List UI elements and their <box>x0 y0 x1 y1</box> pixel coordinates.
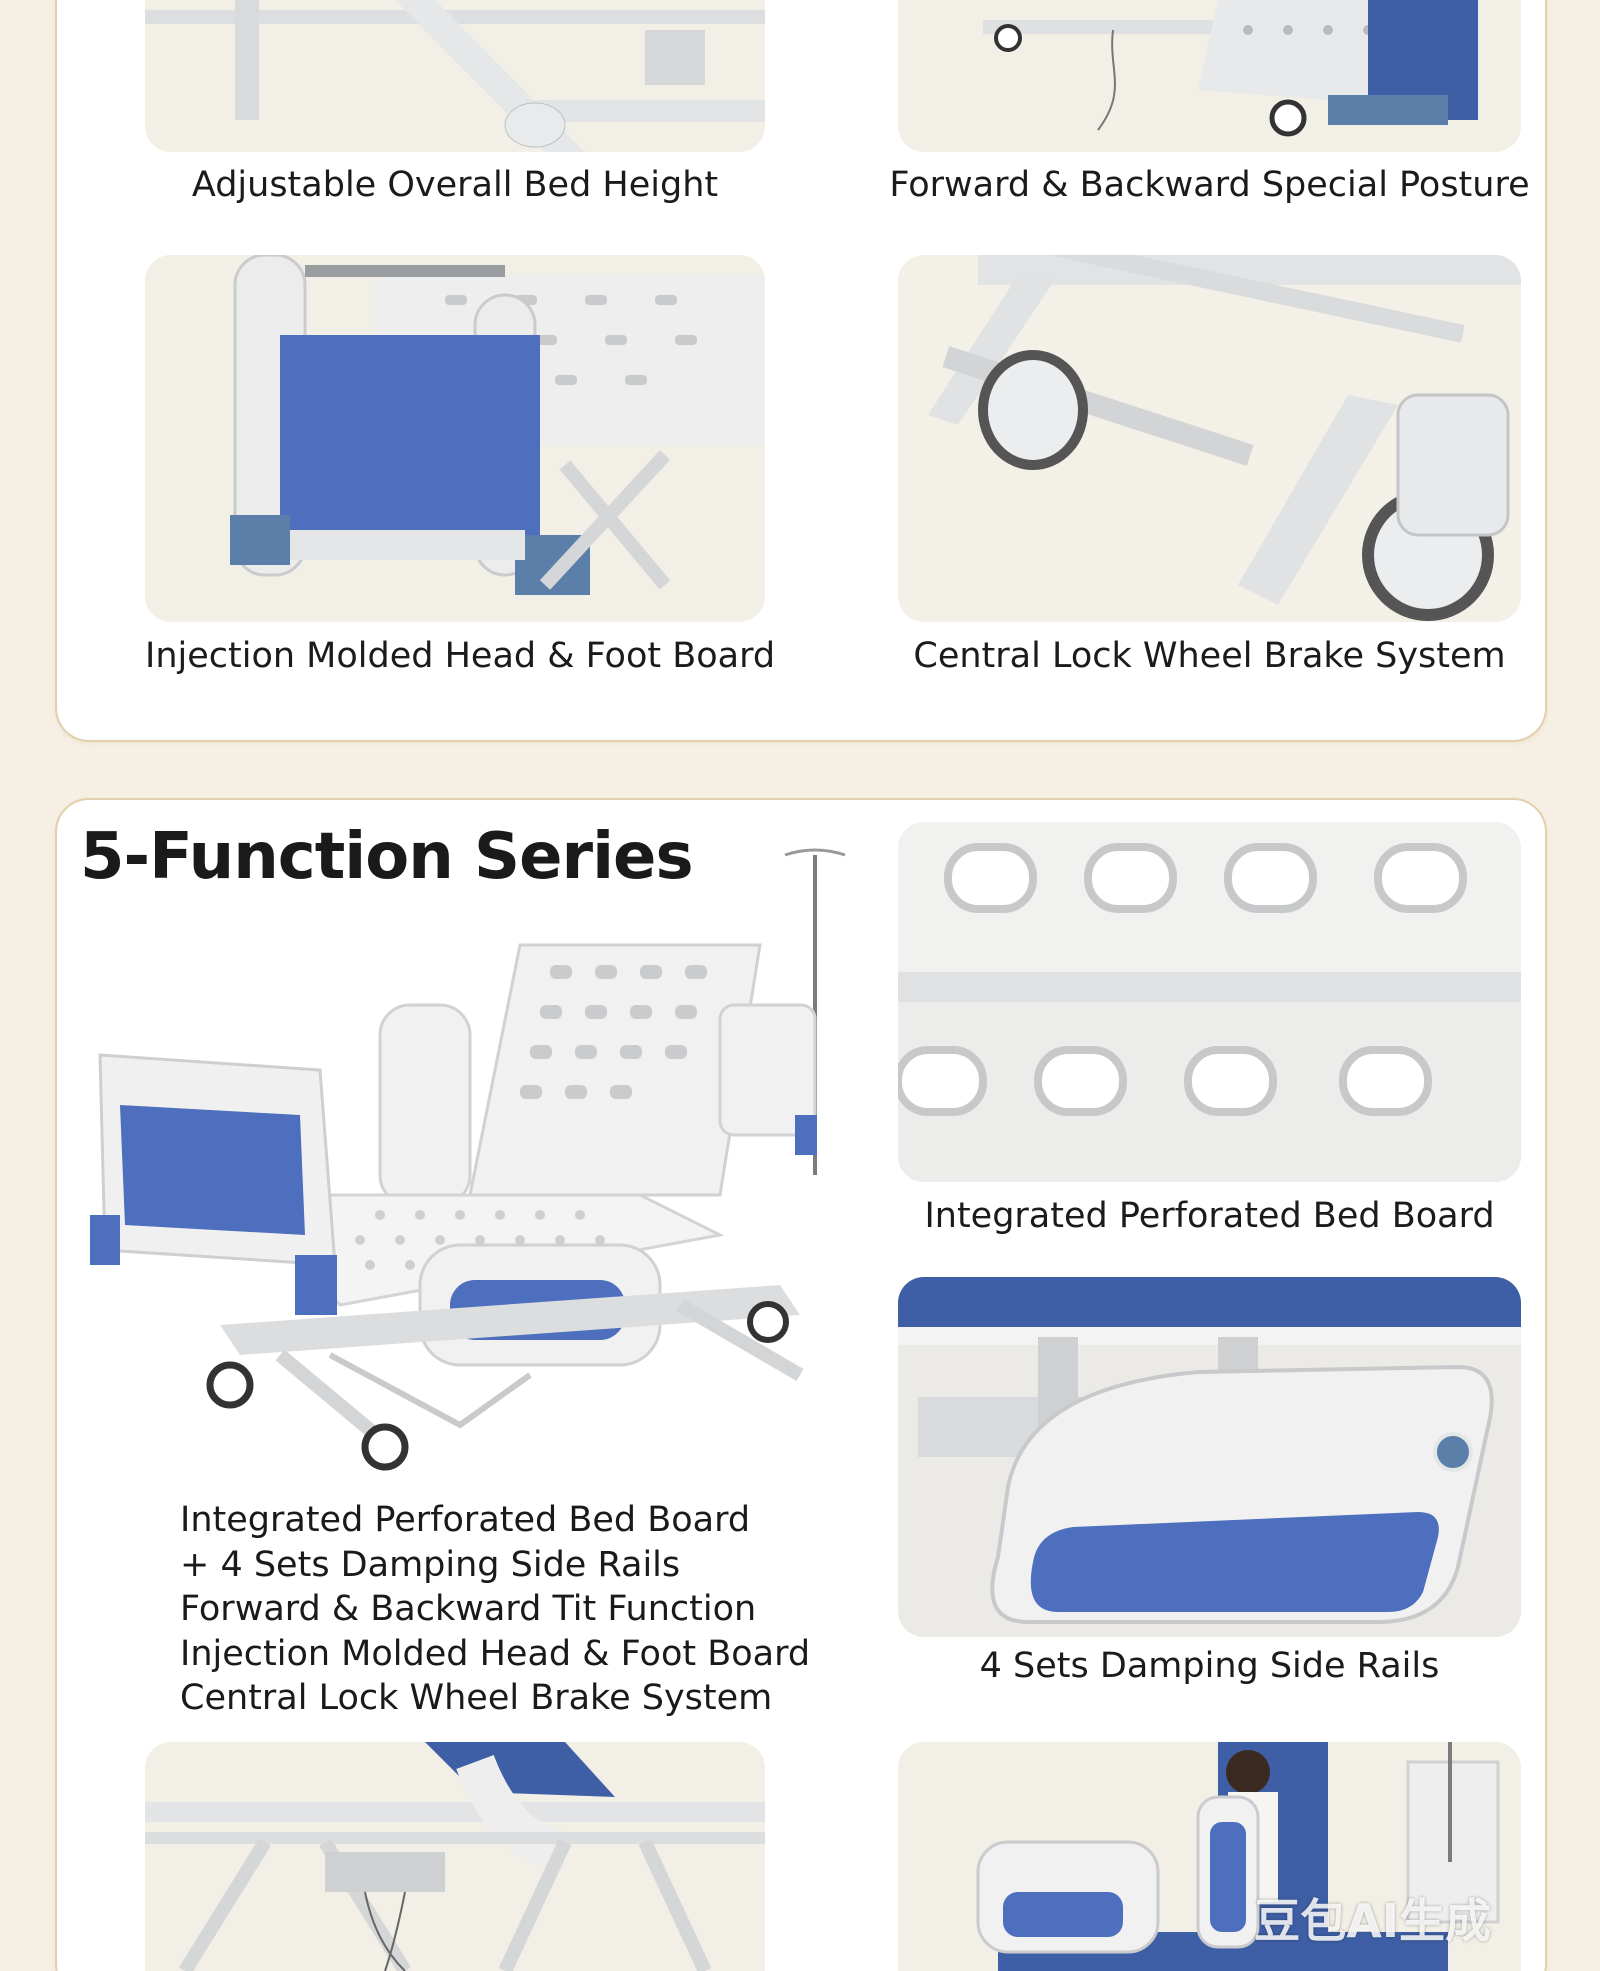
feature-item: + 4 Sets Damping Side Rails <box>180 1544 681 1585</box>
watermark: 豆包AI生成 <box>1254 1894 1491 1948</box>
caption-damping-side-rails: 4 Sets Damping Side Rails <box>979 1646 1440 1686</box>
caption-head-foot-board: Injection Molded Head & Foot Board <box>145 636 776 676</box>
photo-damping-side-rails <box>898 1277 1521 1637</box>
caption-wheel-brake: Central Lock Wheel Brake System <box>913 636 1506 676</box>
photo-special-posture <box>898 0 1521 152</box>
photo-perforated-board <box>898 822 1521 1182</box>
caption-bed-height: Adjustable Overall Bed Height <box>191 165 719 205</box>
feature-item: Forward & Backward Tit Function <box>180 1589 757 1629</box>
photo-five-function-bed <box>80 835 880 1485</box>
photo-bed-height <box>145 0 765 152</box>
photo-bed-mechanism <box>145 1742 765 1971</box>
photo-head-foot-board <box>145 255 765 622</box>
feature-item: Central Lock Wheel Brake System <box>180 1678 773 1718</box>
photo-wheel-brake <box>898 255 1521 622</box>
caption-special-posture: Forward & Backward Special Posture <box>889 165 1530 205</box>
feature-item: Integrated Perforated Bed Board <box>180 1500 751 1540</box>
feature-item: Injection Molded Head & Foot Board <box>180 1633 811 1674</box>
series-title: 5-Function Series <box>80 820 694 894</box>
caption-perforated-board: Integrated Perforated Bed Board <box>924 1196 1495 1236</box>
photo-bed-with-patient: 豆包AI生成 <box>898 1742 1521 1971</box>
feature-list: Integrated Perforated Bed Board + 4 Sets… <box>180 1498 810 1721</box>
